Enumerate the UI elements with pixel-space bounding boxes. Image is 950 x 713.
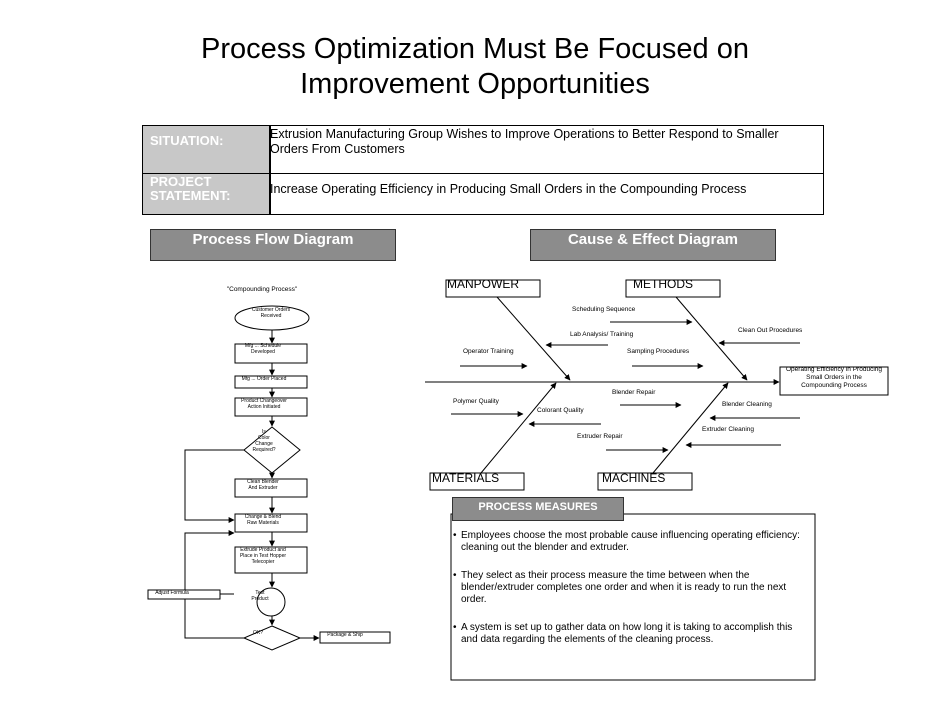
flow-test-circle — [256, 587, 286, 617]
cause-effect-header: Cause & Effect Diagram — [530, 229, 776, 261]
flow-decision-label: Is Color Change Required? — [252, 429, 276, 453]
flow-step-box — [234, 397, 308, 417]
flow-decision-diamond — [242, 625, 302, 651]
cause-scheduling: Scheduling Sequence — [572, 306, 636, 313]
category-methods: METHODS — [633, 277, 693, 291]
situation-text: Extrusion Manufacturing Group Wishes to … — [270, 127, 779, 156]
cause-blender-repair: Blender Repair — [612, 389, 656, 396]
category-machines: MACHINES — [602, 471, 666, 485]
flow-step-box — [234, 546, 308, 574]
category-box-manpower — [445, 279, 541, 298]
effect-box — [779, 366, 889, 396]
flow-adjust-formula: Adjust Formula — [155, 590, 189, 596]
project-statement-label: PROJECT STATEMENT: — [143, 174, 269, 214]
cause-extruder-cleaning: Extruder Cleaning — [702, 426, 755, 433]
category-box-machines — [597, 472, 693, 491]
measures-item: •Employees choose the most probable caus… — [453, 530, 800, 553]
flow-step-label: Extrude Product and Place in Test Hopper… — [239, 547, 287, 565]
flow-step-box — [234, 513, 308, 533]
flow-step-label: Change & Blend Raw Materials — [244, 514, 282, 526]
flow-step-box — [234, 375, 308, 389]
charter-table — [142, 125, 824, 215]
flow-package-ship: Package & Ship — [327, 632, 363, 638]
effect-label: Operating Efficiency in Producing Small … — [786, 366, 882, 389]
flow-step-box — [234, 478, 308, 498]
situation-label: SITUATION: — [143, 126, 269, 173]
measures-item: •They select as their process measure th… — [453, 570, 787, 605]
category-box-methods — [625, 279, 721, 298]
process-flow-header: Process Flow Diagram — [150, 229, 396, 261]
cause-extruder-repair: Extruder Repair — [577, 433, 623, 440]
page-title: Process Optimization Must Be Focused on … — [200, 33, 749, 100]
flow-step-label: Mfg ... Order Placed — [241, 376, 287, 382]
category-materials: MATERIALS — [432, 471, 500, 485]
category-manpower: MANPOWER — [447, 277, 519, 291]
cause-polymer-quality: Polymer Quality — [453, 398, 499, 405]
category-box-materials — [429, 472, 525, 491]
measures-list: •Employees choose the most probable caus… — [453, 530, 808, 662]
charter-divider-horizontal — [143, 173, 823, 174]
project-statement-text: Increase Operating Efficiency in Produci… — [270, 182, 747, 196]
cause-blender-cleaning: Blender Cleaning — [722, 401, 772, 408]
flow-side-box — [319, 631, 391, 644]
cause-lab-analysis: Lab Analysis/ Training — [570, 331, 634, 338]
flow-step-label: Clean Blender And Extruder — [247, 479, 279, 491]
measures-item: •A system is set up to gather data on ho… — [453, 622, 793, 645]
charter-divider-vertical — [269, 126, 271, 214]
cause-operator-training: Operator Training — [463, 348, 514, 355]
flow-step-label: Customer Orders Received — [251, 307, 291, 319]
flow-test-label: Test Product — [251, 590, 269, 602]
cause-sampling: Sampling Procedures — [627, 348, 690, 355]
flow-step-box — [234, 343, 308, 364]
flow-step-label: Product Changeover Action Initiated — [241, 398, 287, 410]
cause-clean-out: Clean Out Procedures — [738, 327, 803, 334]
flow-step-label: Mfg ... Schedule Developed — [244, 343, 282, 355]
cause-colorant-quality: Colorant Quality — [537, 407, 584, 414]
measures-frame — [450, 513, 816, 681]
flow-ok-label: OK? — [252, 630, 263, 636]
measures-header: PROCESS MEASURES — [452, 497, 624, 521]
flow-caption: "Compounding Process" — [226, 286, 298, 293]
